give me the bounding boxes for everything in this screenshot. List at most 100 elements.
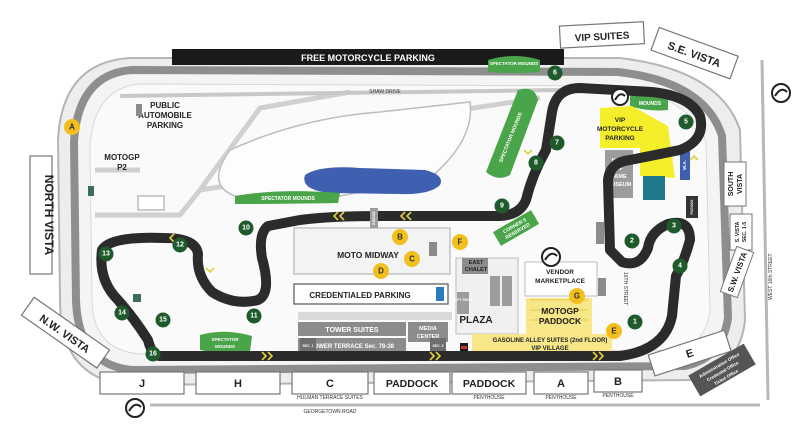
spectator-mounds-mid-label: SPECTATOR MOUNDS	[261, 196, 315, 202]
stand-paddock-2	[451, 371, 527, 395]
turn-9-marker: 9	[494, 198, 510, 214]
stand-c	[291, 371, 369, 395]
north-vista-label: NORTH VISTA	[42, 175, 56, 256]
spectator-mounds-side	[486, 88, 538, 178]
marker-d: D	[373, 263, 389, 279]
s-vista-label-1: S. VISTA	[735, 221, 741, 242]
turn-12-label: 12	[176, 242, 184, 249]
pagoda-label: PAGODA	[690, 199, 694, 215]
vip-moto-parking-label-1: VIP	[615, 117, 626, 124]
vip-suites-label: VIP SUITES	[574, 30, 630, 44]
plaza-building-1	[490, 276, 500, 306]
gift-shop-building	[457, 292, 469, 314]
sec-right-box	[430, 338, 446, 352]
tower-suites-label: TOWER SUITES	[325, 327, 378, 334]
motorcycle-parking-icons	[125, 83, 791, 418]
motogp-p2-label-1: MOTOGP	[104, 153, 140, 162]
bridge-structure	[370, 208, 378, 228]
penthouse-label-1: PENTHOUSE	[473, 395, 505, 401]
credentialed-parking-marker	[436, 287, 444, 301]
gasoline-alley-label-1: GASOLINE ALLEY SUITES (2nd FLOOR)	[493, 338, 608, 344]
location-markers: A B C D E F G	[64, 119, 622, 339]
marker-d-label: D	[378, 267, 384, 276]
turn-5-marker: 5	[678, 114, 694, 130]
turn-11-label: 11	[250, 313, 258, 320]
plaza-building-2	[502, 276, 512, 306]
south-vista-box	[723, 161, 747, 207]
stand-c-label: C	[326, 378, 334, 390]
stand-j-label: J	[139, 378, 145, 390]
sw-vista-box	[719, 245, 755, 299]
turn-9-label: 9	[500, 203, 504, 210]
stand-h	[195, 371, 281, 395]
tower-suites-building	[298, 322, 406, 336]
s-vista-box	[729, 213, 753, 251]
moto-midway-area	[293, 227, 451, 275]
media-center-building	[408, 322, 448, 342]
turn-6-label: 6	[553, 70, 557, 77]
lake	[304, 167, 441, 195]
s-vista-label-2: SEC. 1-5	[742, 222, 748, 243]
vip-suites-box	[558, 21, 646, 49]
turn-13-label: 13	[102, 251, 110, 258]
vip-moto-parking-area	[600, 106, 675, 178]
sec-right-label: SEC. 2	[432, 344, 443, 348]
turn-1-label: 1	[633, 319, 637, 326]
spectator-mounds-top-label: SPECTATOR MOUNDS	[490, 61, 538, 66]
stand-e-label: E	[685, 347, 696, 361]
marker-c-label: C	[409, 255, 415, 264]
sec-left-label: SEC. 1	[302, 344, 313, 348]
marker-c: C	[404, 251, 420, 267]
motogp-paddock-area	[526, 298, 592, 334]
turn-14-marker: 14	[114, 305, 130, 321]
vendor-marketplace-area	[524, 261, 598, 297]
pagoda-tower	[460, 343, 468, 357]
turn-3-marker: 3	[666, 218, 682, 234]
gasoline-alley-area	[472, 334, 612, 354]
motogp-paddock-label-2: PADDOCK	[539, 316, 582, 326]
marker-b: B	[392, 229, 408, 245]
turn-markers: 1 2 3 4 5 6 7 8 9 10 11 12 13 14 15 16	[98, 65, 694, 362]
gift-shop-label: GIFT SHOP	[454, 298, 474, 302]
stand-b-label: B	[614, 376, 622, 388]
penthouse-label-3: PENTHOUSE	[602, 393, 634, 399]
public-parking-label-1: PUBLIC	[150, 101, 180, 110]
gasoline-alley-label-2: VIP VILLAGE	[531, 346, 568, 352]
tower-terrace-building	[298, 338, 406, 352]
hall-of-fame-label-4: MUSEUM	[607, 182, 632, 188]
spectator-mounds-bottom-label-2: MOUNDS	[215, 344, 235, 349]
moto-icon-right	[771, 83, 791, 103]
turn-11-marker: 11	[246, 308, 262, 324]
spectator-mounds-bottom	[200, 331, 252, 354]
right-building-2	[598, 278, 606, 296]
stand-a-label: A	[557, 378, 565, 390]
turn-14-label: 14	[118, 310, 126, 317]
free-parking-bar	[172, 49, 564, 65]
mounds-right	[630, 94, 668, 111]
marker-f-label: F	[458, 238, 463, 247]
tower-terrace-label: TOWER TERRACE Sec. 78-38	[310, 344, 395, 350]
nw-vista-box	[20, 296, 111, 369]
wa-label: W.A.	[682, 160, 687, 170]
motogp-p2-label-2: P2	[117, 163, 127, 172]
west-16th-street-line	[760, 59, 770, 401]
hall-of-fame-label-3: FAME	[611, 174, 627, 180]
turn-6-marker: 6	[547, 65, 563, 81]
turn-15-marker: 15	[155, 312, 171, 328]
turn-4-marker: 4	[672, 258, 688, 274]
east-chalet-label-1: EAST	[469, 260, 484, 266]
south-vista-label-1: SOUTH	[728, 172, 735, 197]
west-16th-street-label: WEST 16th STREET	[768, 253, 774, 300]
east-chalet-building	[462, 258, 488, 274]
vip-moto-parking-label-2: MOTORCYCLE	[597, 126, 644, 133]
turn-4-label: 4	[678, 263, 682, 270]
free-parking-label: FREE MOTORCYCLE PARKING	[301, 53, 435, 63]
spectator-mounds-bottom-label-1: SPECTATOR	[211, 337, 239, 342]
p2-icon	[88, 186, 94, 196]
stand-j	[99, 371, 185, 395]
marker-g: G	[569, 288, 585, 304]
vendor-marketplace-label-2: MARKETPLACE	[535, 278, 585, 285]
admin-offices-box	[688, 343, 756, 397]
turn-8-marker: 8	[528, 155, 544, 171]
